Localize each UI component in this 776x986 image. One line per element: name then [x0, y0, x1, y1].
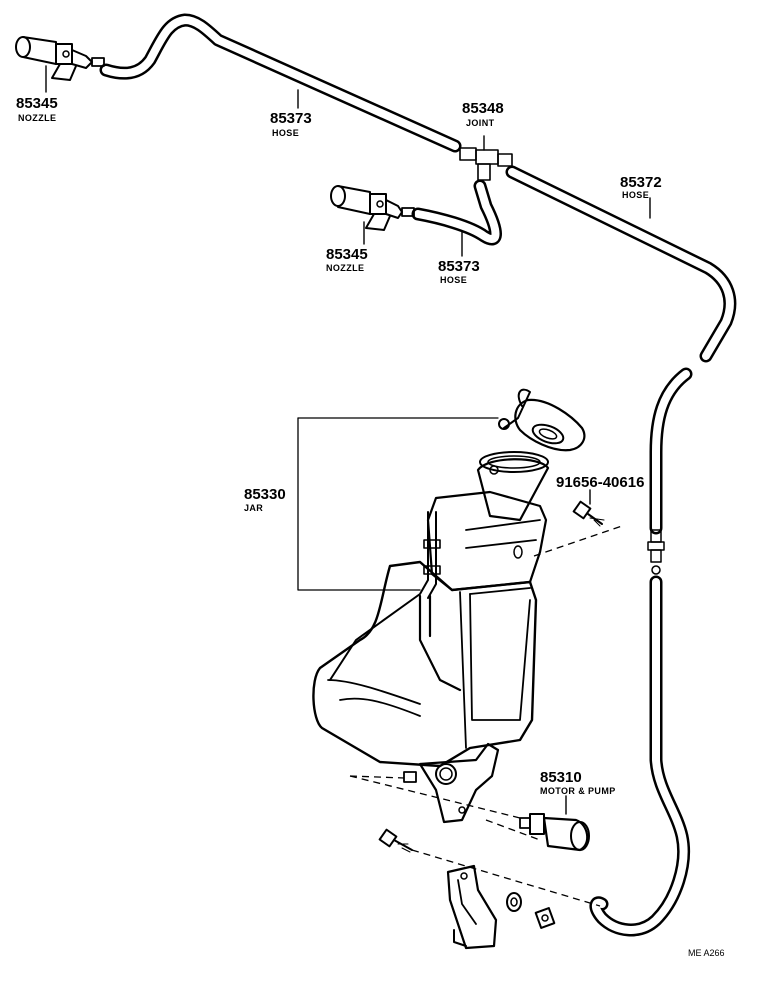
label-number: 85330 — [244, 486, 286, 503]
jar-body-drawing — [297, 417, 550, 824]
label-number: 85345 — [16, 95, 58, 112]
label-joint: 85348 JOINT — [462, 100, 504, 128]
label-jar: 85330 JAR — [244, 486, 286, 513]
label-name: HOSE — [440, 275, 467, 285]
label-number: 91656-40616 — [556, 474, 644, 491]
label-name: HOSE — [272, 128, 299, 138]
label-name: HOSE — [622, 190, 649, 200]
label-number: 85372 — [620, 174, 662, 191]
label-name: NOZZLE — [326, 263, 364, 273]
hose-connector — [647, 529, 665, 575]
hose-85372-long — [505, 165, 737, 937]
label-nozzle-center: 85345 NOZZLE — [326, 246, 368, 273]
label-number: 85373 — [270, 110, 312, 127]
label-number: 85373 — [438, 258, 480, 275]
joint-85348 — [459, 135, 513, 181]
label-hose-center: 85373 HOSE — [438, 258, 480, 285]
label-hose-long: 85372 HOSE — [620, 174, 662, 200]
bolt-lower-drawing — [378, 828, 413, 853]
hose-85373-upper — [99, 13, 462, 153]
label-name: MOTOR & PUMP — [540, 786, 616, 796]
nozzle-center-drawing — [330, 185, 415, 245]
bolt-drawing — [572, 489, 605, 527]
label-name: JOINT — [466, 118, 495, 128]
hose-85373-center — [411, 179, 502, 246]
bracket-drawing — [446, 864, 556, 950]
motor-pump-drawing — [519, 795, 590, 852]
label-name: JAR — [244, 503, 263, 513]
jar-cap-drawing — [297, 388, 586, 452]
assembly-dash-lines — [349, 525, 623, 907]
label-hose-upper: 85373 HOSE — [270, 110, 312, 138]
label-bolt: 91656-40616 — [556, 474, 644, 491]
label-number: 85345 — [326, 246, 368, 263]
label-nozzle-left: 85345 NOZZLE — [16, 95, 58, 123]
label-number: 85310 — [540, 769, 582, 786]
label-name: NOZZLE — [18, 113, 56, 123]
reference-code: ME A266 — [688, 948, 725, 958]
label-number: 85348 — [462, 100, 504, 117]
nozzle-left-drawing — [15, 36, 105, 93]
label-motor-pump: 85310 MOTOR & PUMP — [540, 769, 616, 796]
